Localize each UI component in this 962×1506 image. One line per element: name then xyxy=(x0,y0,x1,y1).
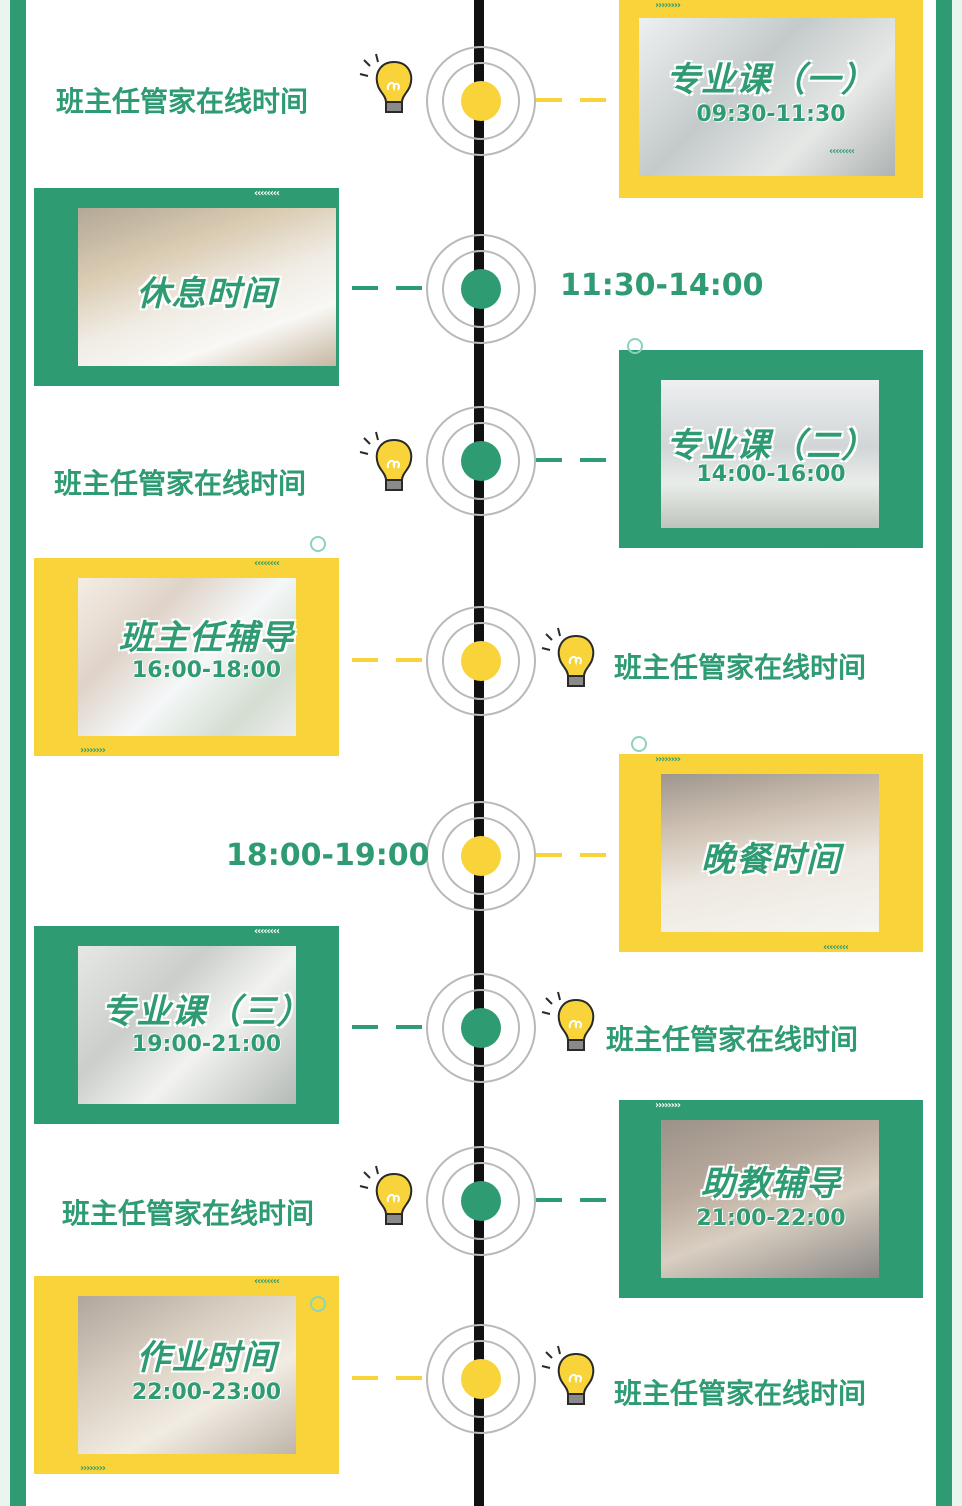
card-dinner: 晚餐时间 ›››››››› ‹‹‹‹‹‹‹‹ xyxy=(619,736,923,953)
timeline-spine xyxy=(474,0,484,1506)
chevron-deco: ›››››››› xyxy=(655,1100,681,1111)
right-edge xyxy=(952,0,962,1506)
chevron-deco: ‹‹‹‹‹‹‹‹ xyxy=(254,188,280,199)
card-tutor: 班主任辅导 16:00-18:00 ‹‹‹‹‹‹‹‹ ›››››››› xyxy=(34,536,339,756)
card-time: 16:00-18:00 xyxy=(131,658,282,683)
connector-2 xyxy=(352,286,424,290)
connector-7 xyxy=(536,1198,606,1202)
connector-5 xyxy=(536,853,606,857)
lightbulb-icon xyxy=(356,430,416,500)
chevron-deco: ›››››››› xyxy=(655,0,681,11)
left-edge xyxy=(0,0,10,1506)
lightbulb-icon xyxy=(538,626,598,696)
card-title: 班主任辅导 xyxy=(119,618,294,658)
timeline-node-8 xyxy=(426,1324,536,1434)
chevron-deco: ›››››››› xyxy=(80,745,106,756)
chevron-deco: ‹‹‹‹‹‹‹‹ xyxy=(823,1288,849,1299)
online-label-3: 班主任管家在线时间 xyxy=(54,467,307,500)
connector-6 xyxy=(352,1025,424,1029)
card-time: 22:00-23:00 xyxy=(131,1380,282,1405)
lightbulb-icon xyxy=(538,1344,598,1414)
connector-1 xyxy=(536,98,606,102)
chevron-deco: ‹‹‹‹‹‹‹‹ xyxy=(254,1276,280,1287)
card-title: 助教辅导 xyxy=(701,1164,841,1204)
timeline-node-6 xyxy=(426,973,536,1083)
timeline-node-5 xyxy=(426,801,536,911)
chevron-deco: ‹‹‹‹‹‹‹‹ xyxy=(254,926,280,937)
chevron-deco: ‹‹‹‹‹‹‹‹ xyxy=(254,558,280,569)
card-homework: 作业时间 22:00-23:00 ‹‹‹‹‹‹‹‹ ›››››››› xyxy=(34,1276,339,1474)
left-border xyxy=(10,0,26,1506)
card-assistant: 助教辅导 21:00-22:00 ›››››››› ‹‹‹‹‹‹‹‹ xyxy=(619,1100,923,1299)
chevron-deco: ‹‹‹‹‹‹‹‹ xyxy=(823,942,849,953)
chevron-deco: ‹‹‹‹‹‹‹‹ xyxy=(823,538,849,549)
timeline-node-3 xyxy=(426,406,536,516)
lightbulb-icon xyxy=(538,990,598,1060)
card-title: 专业课（二） xyxy=(666,426,876,466)
connector-3 xyxy=(536,458,606,462)
chevron-deco: ›››››››› xyxy=(80,375,106,386)
connector-4 xyxy=(352,658,424,662)
chevron-deco: ›››››››› xyxy=(80,1463,106,1474)
card-time: 21:00-22:00 xyxy=(696,1206,846,1231)
timeline-node-4 xyxy=(426,606,536,716)
timeline-node-7 xyxy=(426,1146,536,1256)
online-label-1: 班主任管家在线时间 xyxy=(56,85,309,118)
timeline-node-2 xyxy=(426,234,536,344)
online-label-6: 班主任管家在线时间 xyxy=(606,1023,859,1056)
dinner-time: 18:00-19:00 xyxy=(226,838,430,873)
card-title: 休息时间 xyxy=(136,274,277,314)
online-label-7: 班主任管家在线时间 xyxy=(62,1197,315,1230)
card-course-1: 专业课（一） 09:30-11:30 ‹‹‹‹‹‹‹‹ ›››››››› xyxy=(619,0,923,198)
card-title: 晚餐时间 xyxy=(701,840,841,880)
card-rest: 休息时间 ‹‹‹‹‹‹‹‹ ›››››››› xyxy=(34,188,339,386)
right-border xyxy=(936,0,952,1506)
card-course-3: 专业课（三） 19:00-21:00 ‹‹‹‹‹‹‹‹ ›››››››› xyxy=(34,926,339,1124)
online-label-4: 班主任管家在线时间 xyxy=(614,651,867,684)
chevron-deco: ‹‹‹‹‹‹‹‹ xyxy=(829,146,855,157)
chevron-deco: ›››››››› xyxy=(655,754,681,765)
card-time: 09:30-11:30 xyxy=(696,102,846,127)
card-title: 专业课（一） xyxy=(666,60,876,100)
lightbulb-icon xyxy=(356,52,416,122)
card-time: 19:00-21:00 xyxy=(131,1032,282,1057)
chevron-deco: ›››››››› xyxy=(80,1113,106,1124)
card-title: 专业课（三） xyxy=(101,992,312,1032)
card-course-2: 专业课（二） 14:00-16:00 ‹‹‹‹‹‹‹‹ xyxy=(619,338,923,549)
card-title: 作业时间 xyxy=(136,1338,277,1378)
lightbulb-icon xyxy=(356,1164,416,1234)
connector-8 xyxy=(352,1376,424,1380)
rest-time: 11:30-14:00 xyxy=(560,268,764,303)
timeline-node-1 xyxy=(426,46,536,156)
online-label-8: 班主任管家在线时间 xyxy=(614,1377,867,1410)
card-time: 14:00-16:00 xyxy=(696,462,846,487)
